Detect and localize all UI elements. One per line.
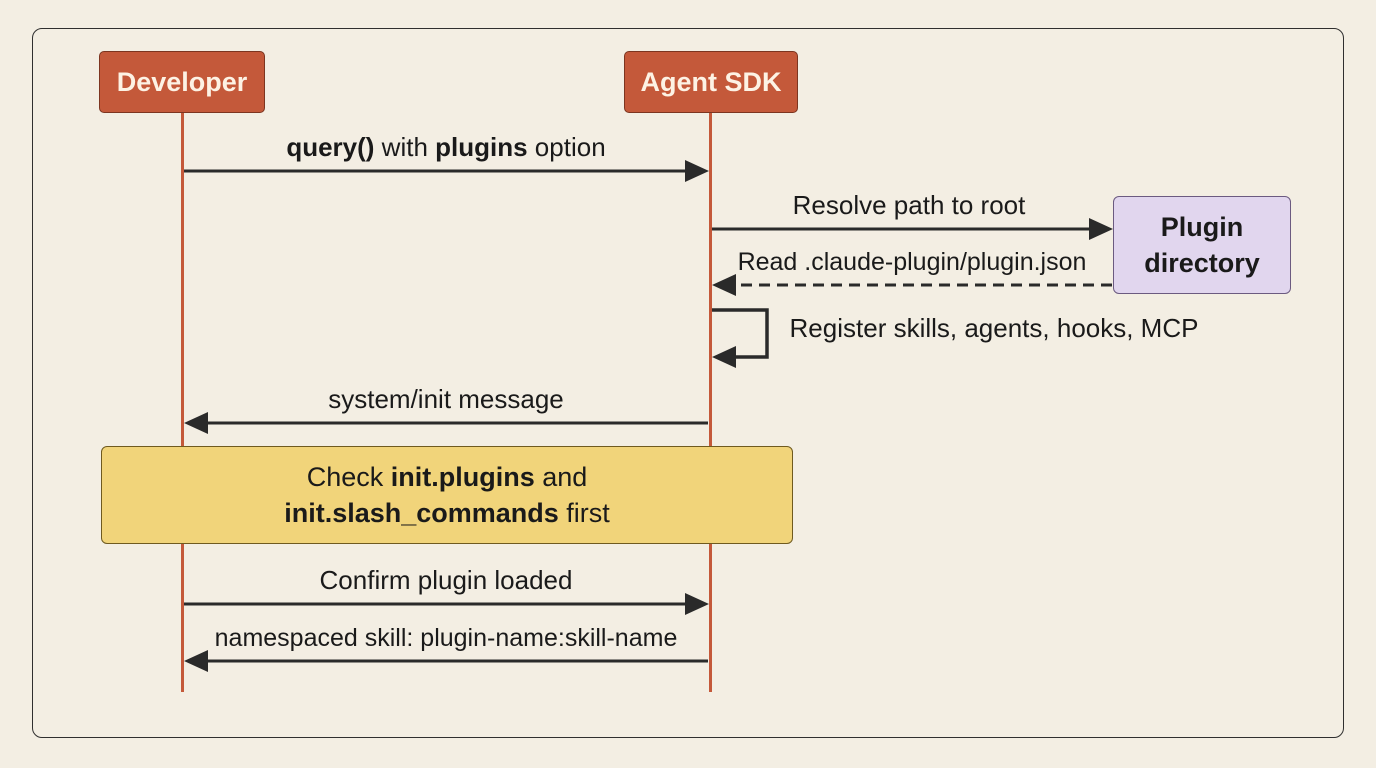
agent-sdk-lifeline <box>709 112 712 692</box>
arrowhead-query <box>685 160 709 182</box>
label-resolve: Resolve path to root <box>792 190 1026 220</box>
plugin-directory-line1: Plugin <box>1160 212 1244 242</box>
label-register: Register skills, agents, hooks, MCP <box>789 313 1199 343</box>
developer-lifeline <box>181 112 184 692</box>
label-confirm: Confirm plugin loaded <box>319 565 573 595</box>
arrowhead-system-init <box>184 412 208 434</box>
label-namespaced: namespaced skill: plugin-name:skill-name <box>214 624 678 652</box>
note-line1: Check init.plugins and <box>306 462 588 492</box>
note-line2: init.slash_commands first <box>284 498 610 528</box>
label-read: Read .claude-plugin/plugin.json <box>737 248 1087 276</box>
label-query: query() with plugins option <box>286 132 606 162</box>
label-system-init: system/init message <box>328 384 564 414</box>
plugin-directory-box: Plugin directory <box>1113 196 1291 294</box>
plugin-directory-line2: directory <box>1144 248 1260 278</box>
arrowhead-confirm <box>685 593 709 615</box>
participant-agent-sdk: Agent SDK <box>624 51 798 113</box>
arrowhead-resolve <box>1089 218 1113 240</box>
arrow-register-self <box>712 308 769 359</box>
arrowhead-namespaced <box>184 650 208 672</box>
note-check-init: Check init.plugins and init.slash_comman… <box>101 446 793 544</box>
participant-developer: Developer <box>99 51 265 113</box>
arrowhead-register <box>712 346 736 368</box>
arrowhead-read <box>712 274 736 296</box>
diagram-frame <box>32 28 1344 738</box>
